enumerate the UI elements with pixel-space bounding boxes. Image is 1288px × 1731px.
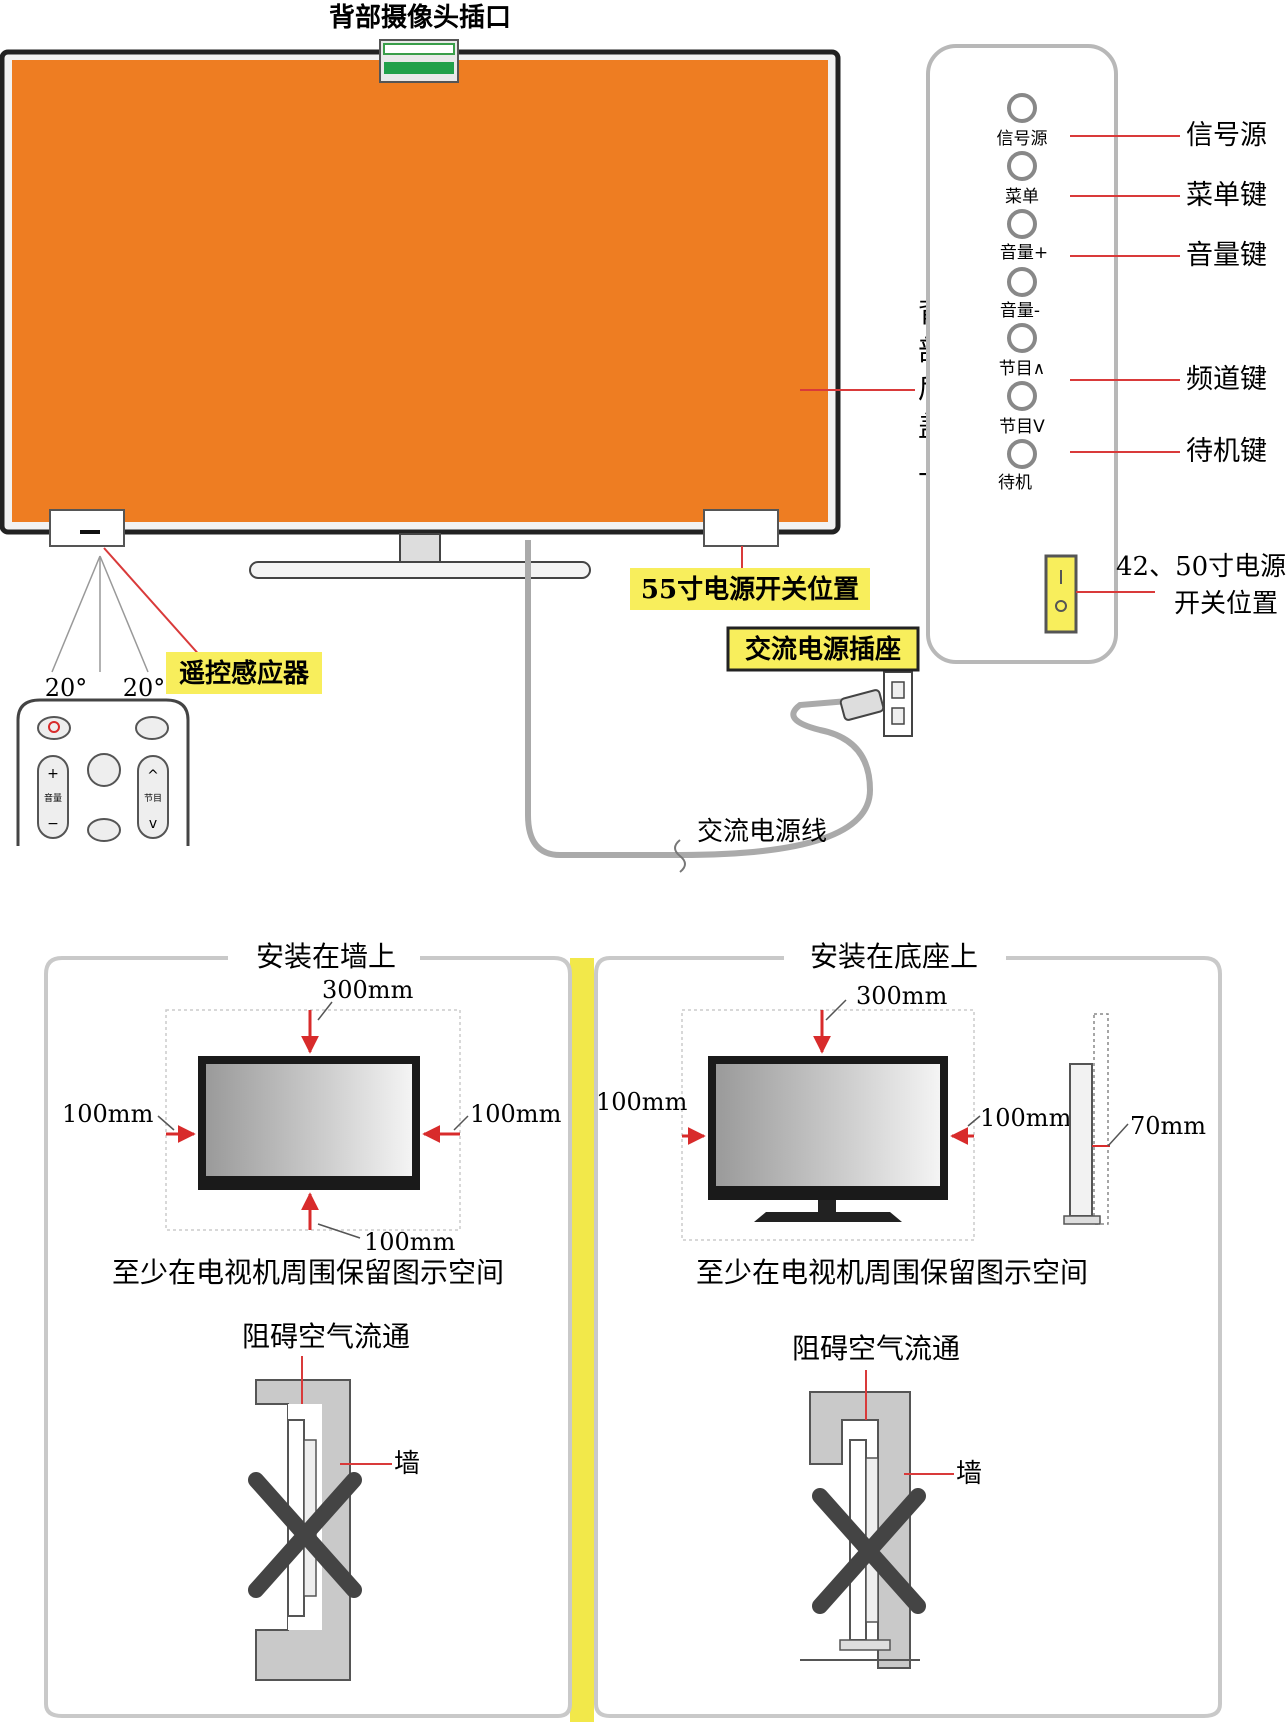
wall-label-left: 墙: [394, 1449, 420, 1479]
side-button-volume-up[interactable]: 音量+: [1000, 209, 1048, 263]
side-button-channel-down[interactable]: 节目V: [999, 381, 1045, 437]
ac-plug: [839, 689, 885, 721]
stand-back-gap: 70mm: [1130, 1112, 1206, 1140]
wall-mount-title: 安装在墙上: [256, 940, 396, 973]
svg-text:节目∧: 节目∧: [999, 359, 1045, 379]
svg-text:+: +: [47, 766, 59, 782]
camera-port: [379, 39, 459, 83]
side-button-source[interactable]: 信号源: [997, 93, 1048, 149]
callout-switch-line2: 开关位置: [1174, 589, 1278, 619]
center-divider: [570, 958, 594, 1722]
stand-right-gap: 100mm: [980, 1104, 1072, 1132]
blocked-x-icon-right: [812, 1488, 926, 1614]
ac-cord-label: 交流电源线: [697, 817, 827, 847]
stand-mount-panel: 安装在底座上 300mm 100mm 100mm 70mm 至少在电视机周围保留…: [594, 940, 1222, 1718]
stand-mount-title: 安装在底座上: [810, 940, 978, 973]
power-switch-55-label: 55寸电源开关位置: [641, 574, 859, 605]
ok-button-icon: [87, 753, 121, 787]
wall-left-gap: 100mm: [62, 1100, 154, 1128]
camera-port-label: 背部摄像头插口: [329, 3, 511, 33]
tv-stand: [249, 533, 591, 579]
remote-sensor-label: 遥控感应器: [179, 658, 310, 689]
callout-switch-line1: 42、50寸电源: [1116, 552, 1286, 582]
svg-text:^: ^: [147, 768, 159, 784]
blocked-x-icon-left: [248, 1472, 362, 1598]
svg-text:节目: 节目: [144, 793, 162, 804]
svg-text:音量+: 音量+: [1000, 243, 1048, 263]
stand-blocked-title: 阻碍空气流通: [792, 1332, 960, 1365]
wall-right-gap: 100mm: [470, 1100, 562, 1128]
side-button-volume-down[interactable]: 音量-: [1000, 267, 1040, 321]
svg-text:音量: 音量: [44, 792, 62, 804]
wall-caption: 至少在电视机周围保留图示空间: [112, 1256, 504, 1289]
remote-control: + 音量 − ^ 节目 v: [16, 698, 190, 846]
side-control-panel: [926, 44, 1118, 664]
svg-text:节目V: 节目V: [999, 417, 1045, 437]
callout-standby: 待机键: [1186, 436, 1267, 467]
callout-source: 信号源: [1186, 120, 1267, 151]
power-button-icon: [37, 716, 71, 740]
power-switch-42-50[interactable]: [1044, 554, 1078, 634]
wall-blocked-title: 阻碍空气流通: [242, 1320, 410, 1353]
svg-text:信号源: 信号源: [997, 129, 1048, 149]
svg-text:待机: 待机: [998, 473, 1032, 493]
cord-break-mark: [674, 839, 686, 873]
callout-channel: 频道键: [1186, 364, 1267, 395]
callout-volume: 音量键: [1186, 240, 1267, 271]
callout-menu: 菜单键: [1186, 180, 1267, 211]
wall-mount-panel: 安装在墙上 300mm 100mm 100mm 100mm 至少在电视机周围保留…: [44, 940, 572, 1718]
side-button-standby[interactable]: 待机: [998, 439, 1037, 493]
wall-top-gap: 300mm: [322, 976, 414, 1004]
ac-socket-label: 交流电源插座: [745, 634, 901, 665]
svg-text:音量-: 音量-: [1000, 301, 1040, 321]
svg-text:−: −: [47, 816, 59, 832]
svg-text:菜单: 菜单: [1005, 187, 1039, 207]
side-button-menu[interactable]: 菜单: [1005, 151, 1039, 207]
tv-screen: [12, 60, 828, 522]
ac-socket: [883, 671, 913, 737]
ac-cord: [525, 540, 874, 858]
power-switch-55-box: [703, 509, 779, 547]
stand-left-gap: 100mm: [596, 1088, 688, 1116]
svg-text:v: v: [149, 816, 157, 832]
remote-sensor-box: [49, 509, 125, 547]
angle-left-label: 20°: [45, 674, 88, 702]
angle-right-label: 20°: [123, 674, 166, 702]
channel-rocker: [137, 755, 169, 839]
stand-top-gap: 300mm: [856, 982, 948, 1010]
stand-caption: 至少在电视机周围保留图示空间: [696, 1256, 1088, 1289]
wall-label-right: 墙: [956, 1459, 982, 1489]
volume-rocker: [37, 755, 69, 839]
side-button-channel-up[interactable]: 节目∧: [999, 323, 1045, 379]
stand-tv-side-view: [1069, 1063, 1093, 1217]
wall-bottom-gap: 100mm: [364, 1228, 456, 1256]
